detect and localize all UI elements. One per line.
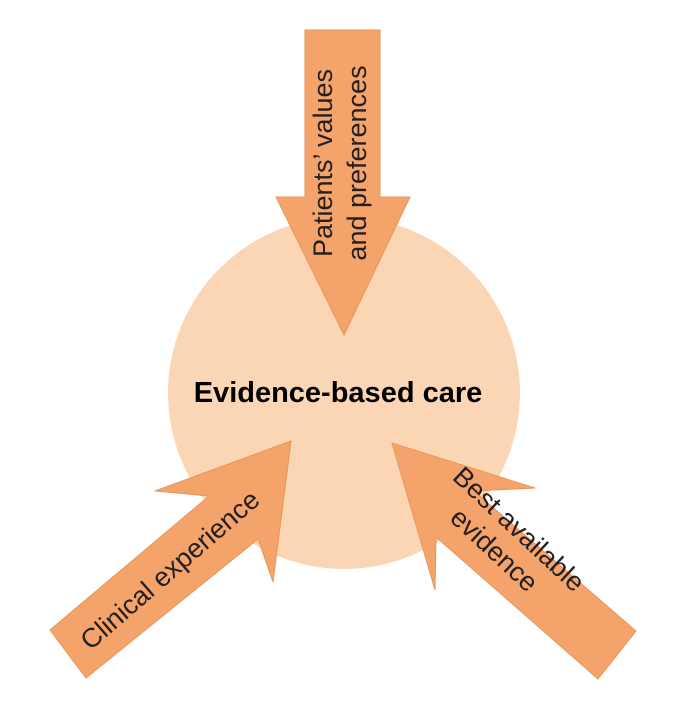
center-label: Evidence-based care xyxy=(194,377,483,409)
right-arrow xyxy=(391,442,637,680)
top-arrow xyxy=(275,29,411,337)
top-arrow-label-line2: and preferences xyxy=(342,65,372,260)
left-arrow xyxy=(49,440,292,679)
top-arrow-label-line1: Patients’ values xyxy=(308,69,338,257)
left-arrow-label: Clinical experience xyxy=(75,484,266,655)
